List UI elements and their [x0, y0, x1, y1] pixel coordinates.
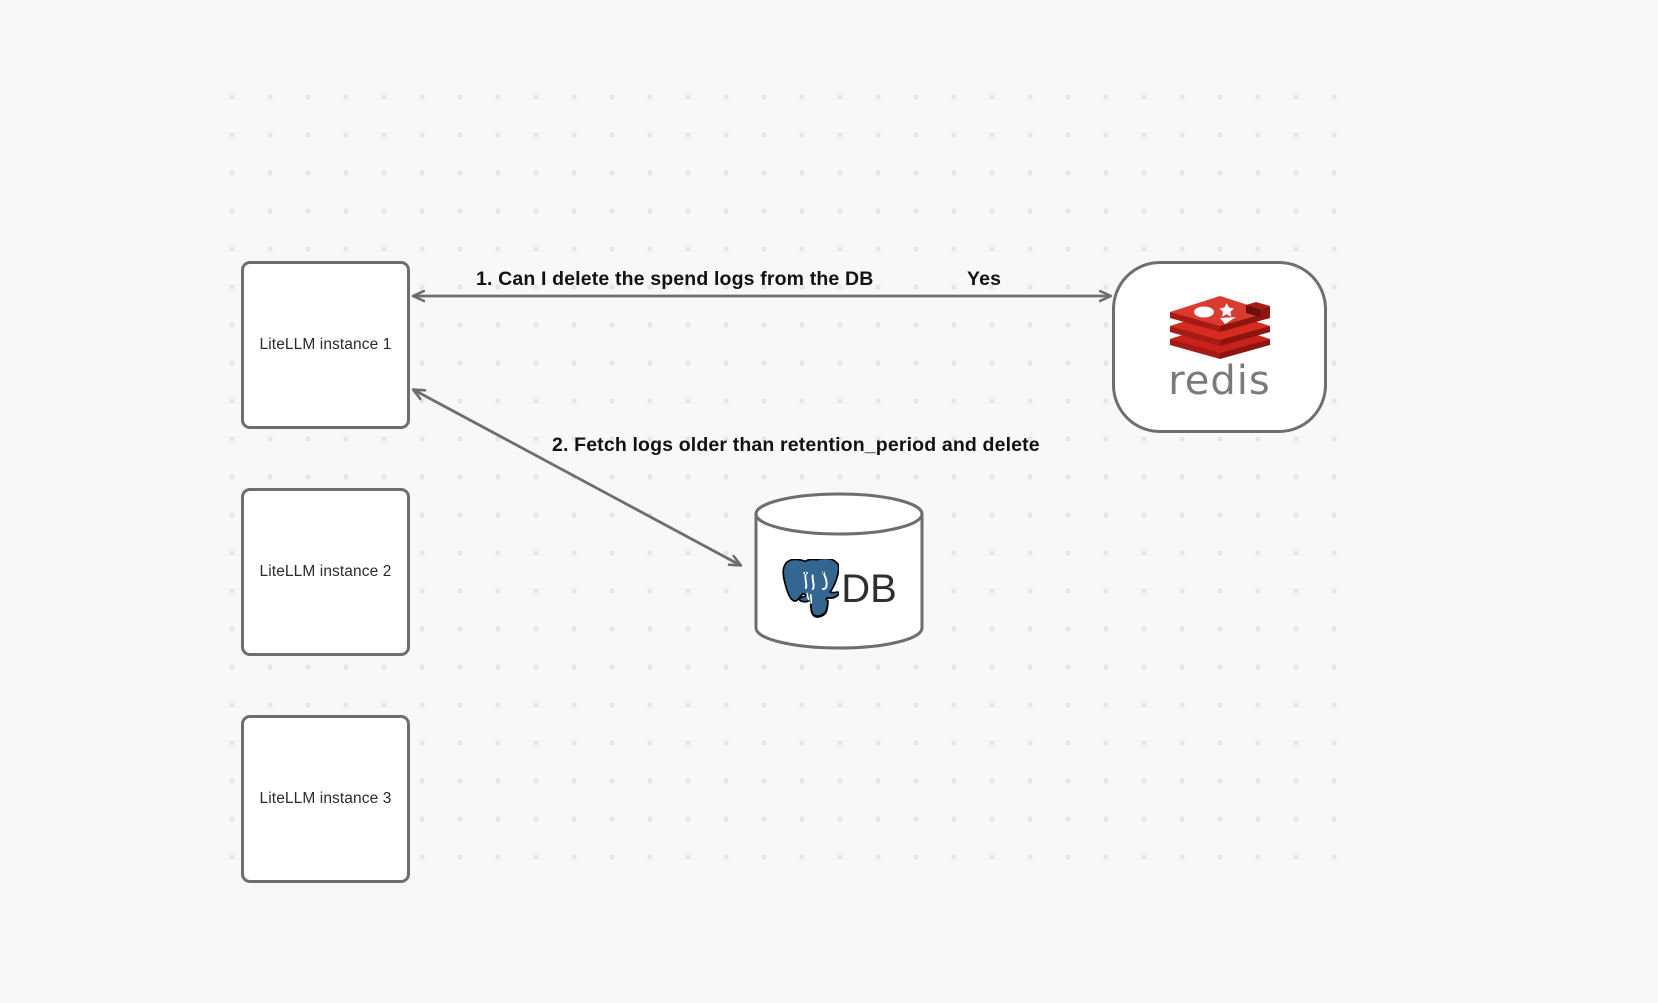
edge-label-yes: Yes: [967, 268, 1002, 290]
redis-logo-icon: [1169, 296, 1270, 359]
redis-logo-group: redis: [1168, 293, 1272, 401]
node-litellm-instance-3-label: LiteLLM instance 3: [259, 790, 392, 807]
db-contents: DB: [753, 492, 925, 650]
node-litellm-instance-1-label: LiteLLM instance 1: [259, 336, 392, 353]
node-db[interactable]: DB: [753, 492, 925, 650]
edge-litellm1-db: [414, 390, 740, 565]
edge-label-step-2: 2. Fetch logs older than retention_perio…: [552, 434, 1040, 456]
db-label: DB: [841, 567, 897, 611]
node-litellm-instance-3[interactable]: LiteLLM instance 3: [241, 715, 410, 883]
node-redis[interactable]: redis: [1112, 261, 1327, 433]
node-litellm-instance-1[interactable]: LiteLLM instance 1: [241, 261, 410, 429]
node-litellm-instance-2[interactable]: LiteLLM instance 2: [241, 488, 410, 656]
edge-label-step-1: 1. Can I delete the spend logs from the …: [476, 268, 874, 290]
postgresql-elephant-icon: [782, 559, 840, 618]
cylinder-shape: [754, 492, 924, 650]
node-litellm-instance-2-label: LiteLLM instance 2: [259, 563, 392, 580]
redis-wordmark: redis: [1168, 358, 1271, 404]
